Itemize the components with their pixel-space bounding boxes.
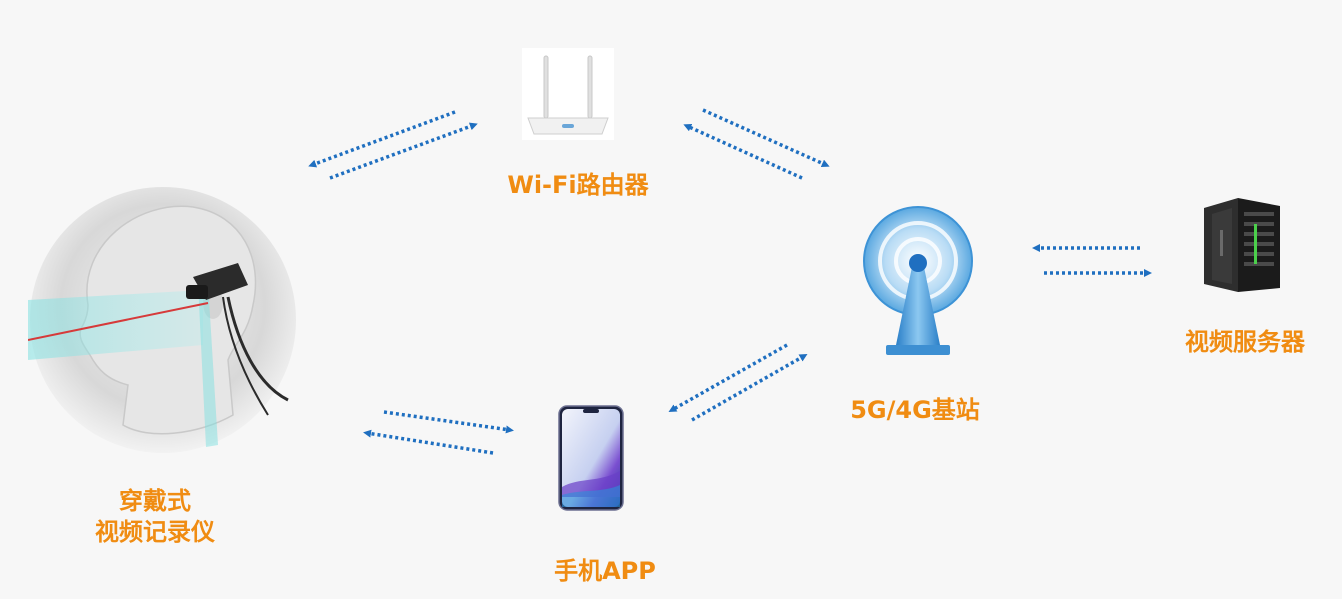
arrow-base-to-phone	[668, 343, 788, 412]
arrow-base-to-router	[683, 124, 803, 180]
arrow-recorder-to-router	[329, 122, 478, 180]
wifi-router-icon	[522, 48, 614, 140]
server-label: 视频服务器	[1185, 328, 1305, 356]
base-station-image	[860, 205, 976, 360]
server-rack-icon	[1204, 198, 1280, 292]
base-station-label: 5G/4G基站	[850, 396, 980, 424]
arrow-recorder-to-phone	[383, 410, 514, 434]
recorder-label: 穿戴式 视频记录仪	[60, 486, 250, 548]
arrow-router-to-base	[702, 108, 830, 168]
router-label: Wi-Fi路由器	[507, 171, 649, 199]
arrow-phone-to-recorder	[363, 429, 494, 455]
recorder-image	[28, 185, 298, 455]
phone-image	[558, 405, 624, 511]
recorder-label-line1: 穿戴式	[119, 487, 191, 515]
recorder-label-line2: 视频记录仪	[95, 518, 215, 547]
phone-label: 手机APP	[554, 557, 656, 585]
head-with-wearable-camera-icon	[28, 187, 296, 453]
server-image	[1198, 196, 1286, 296]
router-image	[522, 48, 614, 140]
smartphone-icon	[558, 405, 624, 511]
cell-tower-icon	[863, 206, 973, 355]
arrow-router-to-recorder	[308, 110, 456, 168]
